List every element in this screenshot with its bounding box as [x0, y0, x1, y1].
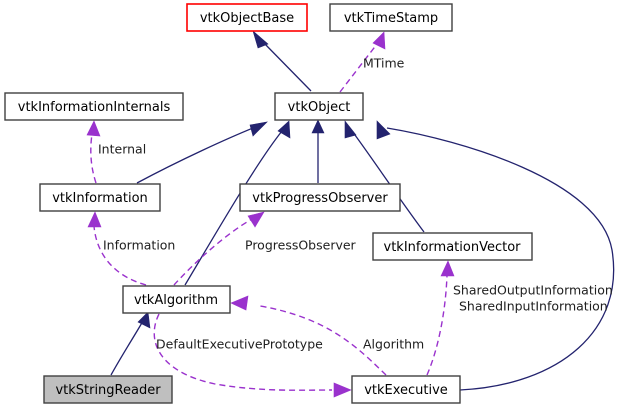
class-node-vtkinformation[interactable]: vtkInformation — [39, 183, 161, 212]
node-box[interactable] — [239, 183, 401, 212]
edge-line — [90, 133, 97, 184]
node-box[interactable] — [274, 92, 364, 121]
edge-label-sharedoutputinformation: SharedOutputInformation — [453, 283, 613, 298]
class-node-vtkstringreader[interactable]: vtkStringReader — [43, 375, 173, 404]
edge-vtkalgorithm-to-vtkobject — [184, 120, 291, 286]
arrowhead-open — [87, 211, 102, 228]
class-node-vtkobjectbase[interactable]: vtkObjectBase — [186, 3, 308, 32]
edge-label-algorithm: Algorithm — [363, 337, 424, 352]
edge-label-sharedinputinformation: SharedInputInformation — [459, 299, 608, 314]
inheritance-edges — [110, 30, 615, 391]
arrowhead-open — [333, 382, 352, 398]
arrowhead-triangle — [344, 120, 357, 139]
node-box[interactable] — [39, 183, 161, 212]
node-box[interactable] — [329, 3, 453, 32]
edge-vtkstringreader-to-vtkalgorithm — [110, 311, 151, 376]
arrowhead-triangle — [249, 121, 268, 137]
edge-line — [136, 125, 259, 184]
class-node-vtktimestamp[interactable]: vtkTimeStamp — [329, 3, 453, 32]
edge-line — [173, 218, 253, 286]
edge-vtkinformation-to-vtkinformationinternals — [86, 120, 101, 184]
arrowhead-open — [230, 295, 249, 311]
class-node-vtkinformationinternals[interactable]: vtkInformationInternals — [4, 92, 184, 121]
class-node-vtkinformationvector[interactable]: vtkInformationVector — [372, 232, 533, 261]
edge-line — [259, 305, 387, 376]
edge-vtkprogressobserver-to-vtkobject — [311, 119, 325, 183]
node-box[interactable] — [351, 375, 461, 404]
node-box[interactable] — [372, 232, 533, 261]
edge-label-defaultexecutiveprototype: DefaultExecutivePrototype — [156, 337, 323, 352]
edge-line — [351, 130, 425, 233]
arrowhead-triangle — [311, 119, 325, 134]
edge-labels: MTime Internal Information ProgressObser… — [98, 56, 613, 352]
edge-line — [153, 313, 333, 391]
edge-line — [110, 320, 144, 376]
edge-line — [93, 225, 147, 286]
edge-vtkinformation-to-vtkobject — [136, 121, 268, 184]
edge-label-progressobserver: ProgressObserver — [245, 238, 357, 253]
edge-vtkinformationvector-to-vtkobject — [344, 120, 425, 233]
edge-label-mtime: MTime — [363, 56, 405, 71]
class-node-vtkexecutive[interactable]: vtkExecutive — [351, 375, 461, 404]
node-box[interactable] — [4, 92, 184, 121]
edge-line — [426, 274, 448, 376]
edge-vtkexecutive-to-vtkinformationvector — [426, 260, 455, 376]
edge-vtkobject-to-vtktimestamp — [339, 31, 386, 93]
class-node-vtkprogressobserver[interactable]: vtkProgressObserver — [239, 183, 401, 212]
edge-vtkexecutive-to-vtkobject — [376, 120, 615, 391]
edge-vtkalgorithm-to-vtkexecutive — [153, 313, 352, 398]
arrowhead-open — [440, 260, 455, 277]
arrowhead-triangle — [376, 120, 391, 140]
arrowhead-open — [372, 31, 386, 50]
edge-vtkalgorithm-to-vtkprogressobserver — [173, 211, 265, 286]
edge-vtkalgorithm-to-vtkinformation — [87, 211, 147, 286]
edge-line — [339, 43, 378, 93]
node-box[interactable] — [186, 3, 308, 32]
class-node-vtkobject[interactable]: vtkObject — [274, 92, 364, 121]
arrowhead-triangle — [137, 311, 151, 329]
class-node-vtkalgorithm[interactable]: vtkAlgorithm — [122, 285, 231, 314]
edge-label-information: Information — [103, 238, 175, 253]
node-box[interactable] — [43, 375, 173, 404]
arrowhead-open — [86, 120, 101, 137]
node-box[interactable] — [122, 285, 231, 314]
usage-edges — [86, 31, 455, 398]
edge-line — [386, 127, 615, 391]
edge-label-internal: Internal — [98, 142, 146, 157]
edge-line — [184, 130, 283, 286]
arrowhead-triangle — [252, 30, 269, 49]
edge-vtkobject-to-vtkobjectbase — [252, 30, 312, 92]
edge-vtkexecutive-to-vtkalgorithm — [230, 295, 387, 376]
arrowhead-triangle — [277, 120, 291, 139]
arrowhead-open — [247, 211, 265, 228]
edge-line — [261, 40, 312, 92]
